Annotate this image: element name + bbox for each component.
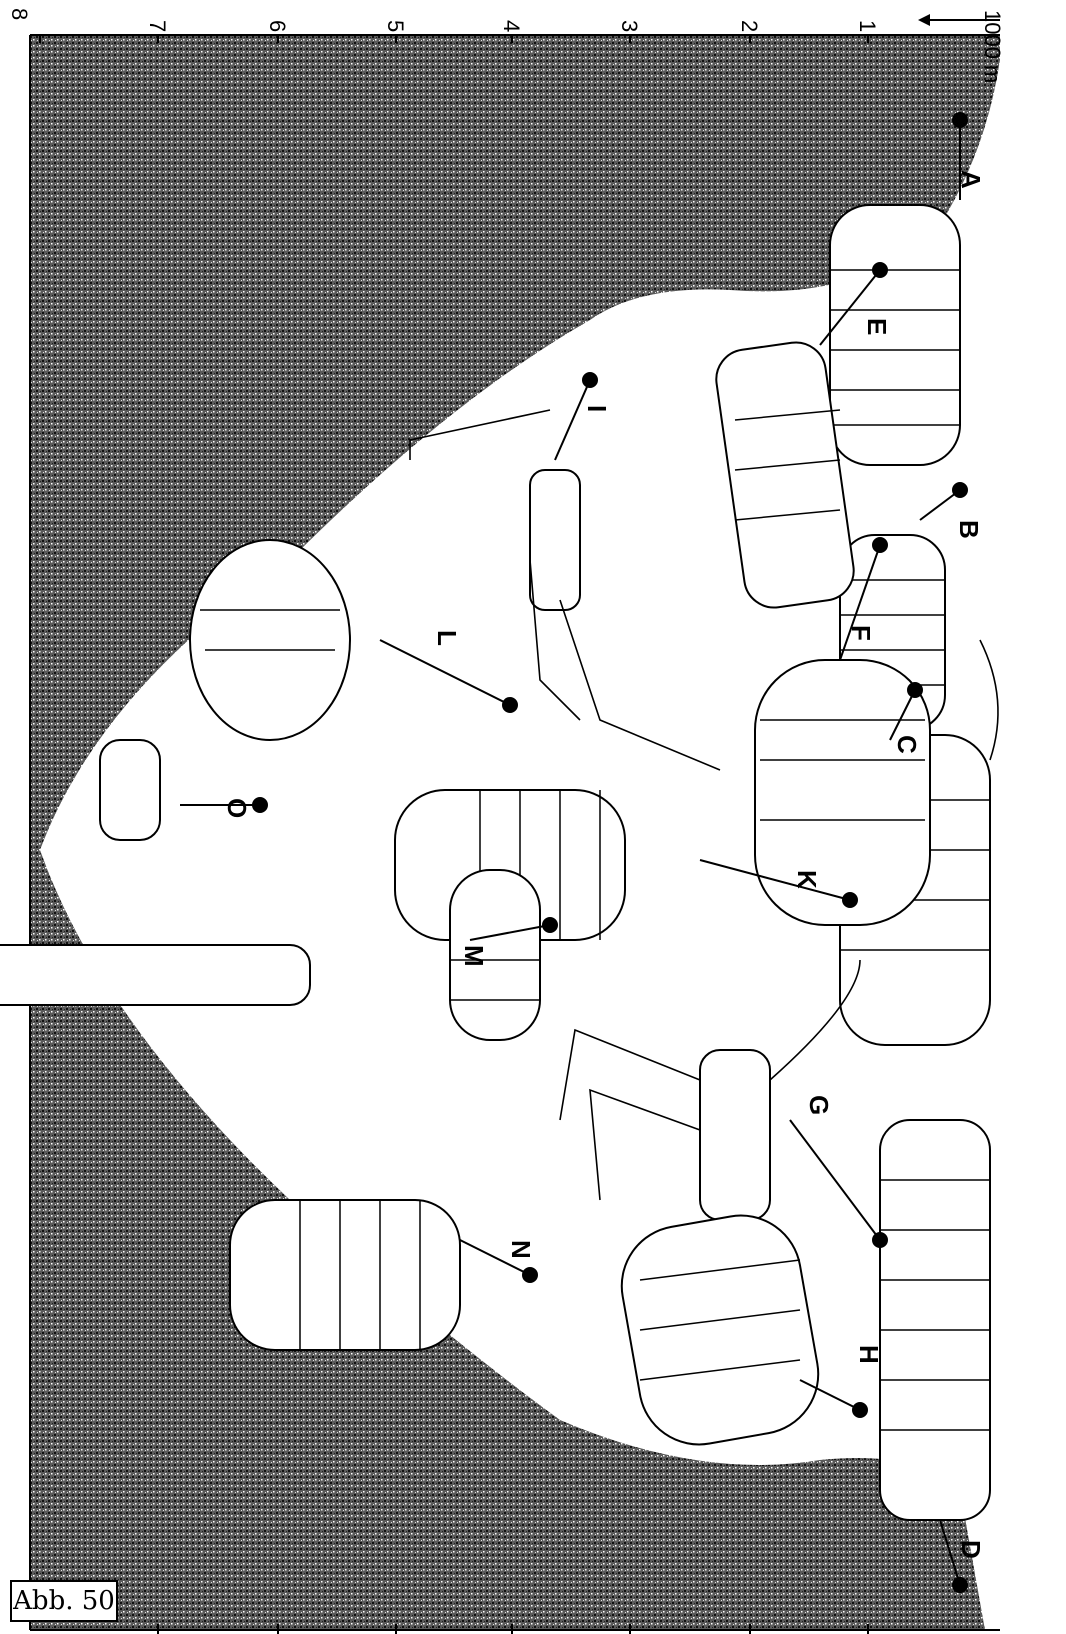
specimen-I bbox=[410, 410, 720, 770]
label-B: B bbox=[954, 520, 984, 539]
specimen-A bbox=[830, 205, 960, 465]
label-E: E bbox=[862, 318, 892, 335]
specimen-F bbox=[755, 660, 930, 925]
label-C: C bbox=[892, 735, 922, 754]
label-H: H bbox=[854, 1345, 884, 1364]
label-I: I bbox=[582, 405, 612, 412]
depth-tick-6: 6 bbox=[265, 20, 290, 32]
depth-tick-8: 8 bbox=[7, 8, 32, 20]
depth-tick-4: 4 bbox=[499, 20, 524, 32]
specimen-L bbox=[190, 540, 350, 740]
specimen-G bbox=[560, 960, 860, 1220]
figure-caption: Abb. 50 bbox=[10, 1580, 118, 1622]
label-O: O bbox=[222, 798, 252, 818]
specimen-H bbox=[612, 1206, 827, 1454]
specimen-D bbox=[880, 1120, 990, 1520]
specimen-N bbox=[230, 1200, 460, 1350]
label-F: F bbox=[846, 625, 876, 641]
label-A: A bbox=[956, 170, 986, 189]
label-K: K bbox=[792, 870, 822, 889]
label-L: L bbox=[432, 630, 462, 646]
depth-tick-2: 2 bbox=[737, 20, 762, 32]
depth-tick-5: 5 bbox=[383, 20, 408, 32]
depth-tick-7: 7 bbox=[145, 20, 170, 32]
label-M: M bbox=[459, 945, 489, 967]
label-N: N bbox=[506, 1240, 536, 1259]
depth-unit-label: 1000 m bbox=[980, 10, 1005, 83]
depth-tick-3: 3 bbox=[617, 20, 642, 32]
label-G: G bbox=[804, 1095, 834, 1115]
depth-tick-1: 1 bbox=[855, 20, 880, 32]
label-D: D bbox=[956, 1540, 986, 1559]
